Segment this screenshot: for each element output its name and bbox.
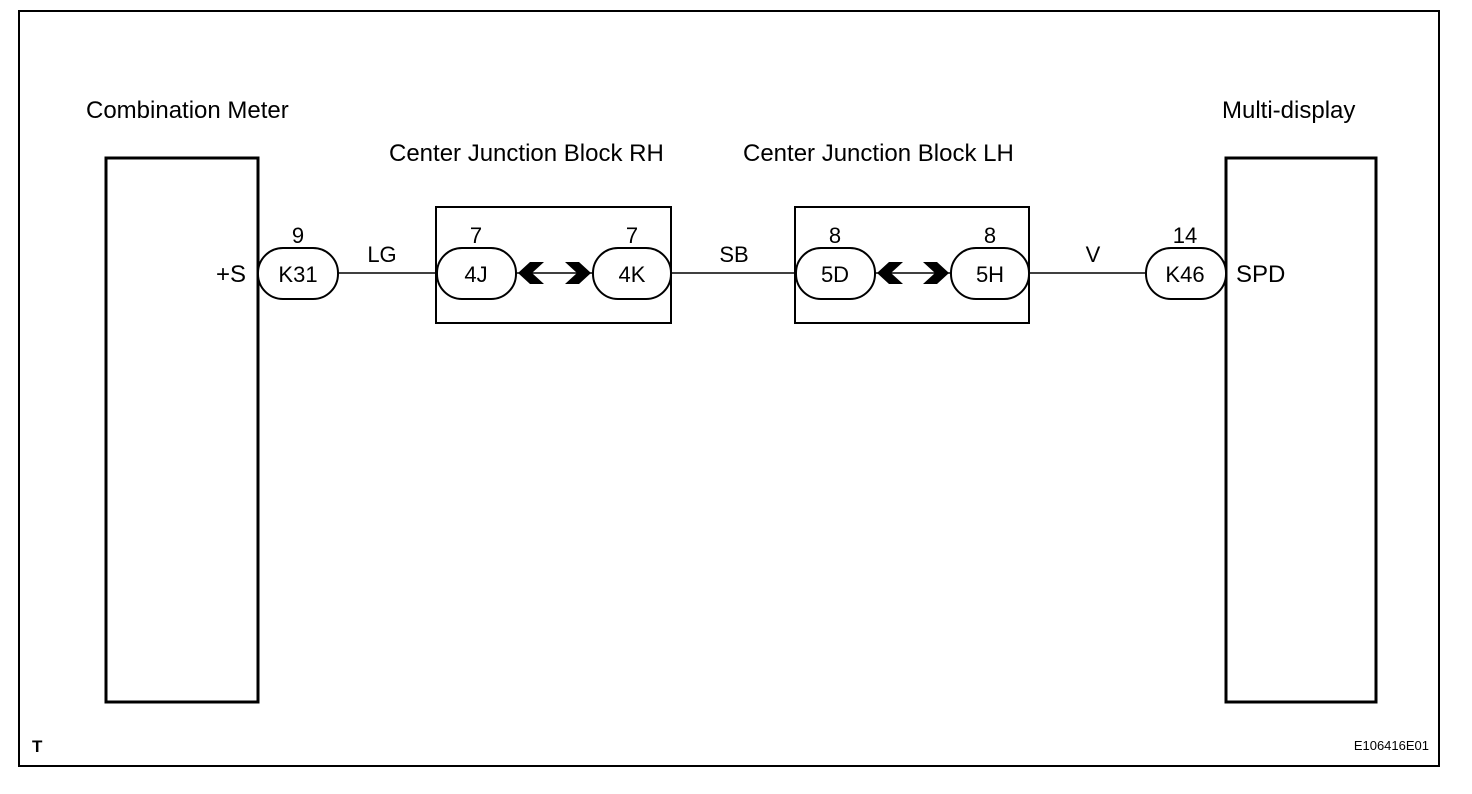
combination-meter-box: [104, 156, 260, 704]
multi-display-label: Multi-display: [1222, 97, 1355, 124]
wire-sb-label: SB: [719, 242, 748, 267]
connector-4j: [436, 247, 517, 300]
diagram-frame: [18, 10, 1440, 767]
connector-4k-pin: 7: [626, 223, 638, 248]
connector-4j-pin: 7: [470, 223, 482, 248]
terminal-spd-label: SPD: [1236, 261, 1285, 288]
connector-5d-pin: 8: [829, 223, 841, 248]
junction-rh-label: Center Junction Block RH: [389, 140, 664, 167]
connector-k31-pin: 9: [292, 223, 304, 248]
connector-5h-name: 5H: [976, 262, 1004, 287]
arrow-right-icon: [923, 262, 949, 284]
wire-v-label: V: [1086, 242, 1101, 267]
wire-lg-label: LG: [367, 242, 396, 267]
corner-mark: T: [32, 737, 43, 756]
connector-5h-pin: 8: [984, 223, 996, 248]
terminal-plus-s-label: +S: [216, 261, 246, 288]
arrow-left-icon: [877, 262, 903, 284]
connector-5h: [950, 247, 1030, 300]
combination-meter-label: Combination Meter: [86, 97, 289, 124]
connector-4k: [592, 247, 672, 300]
junction-lh-label: Center Junction Block LH: [743, 140, 1014, 167]
connector-k31: [257, 247, 339, 300]
multi-display-box: [1224, 156, 1378, 704]
connector-5d-name: 5D: [821, 262, 849, 287]
figure-code: E106416E01: [1354, 738, 1429, 753]
arrow-right-icon: [565, 262, 591, 284]
connector-k31-name: K31: [278, 262, 317, 287]
connector-5d: [795, 247, 876, 300]
connector-4j-name: 4J: [464, 262, 487, 287]
connector-k46-pin: 14: [1173, 223, 1197, 248]
connector-k46-name: K46: [1165, 262, 1204, 287]
arrow-left-icon: [518, 262, 544, 284]
connector-k46: [1145, 247, 1227, 300]
connector-4k-name: 4K: [619, 262, 646, 287]
